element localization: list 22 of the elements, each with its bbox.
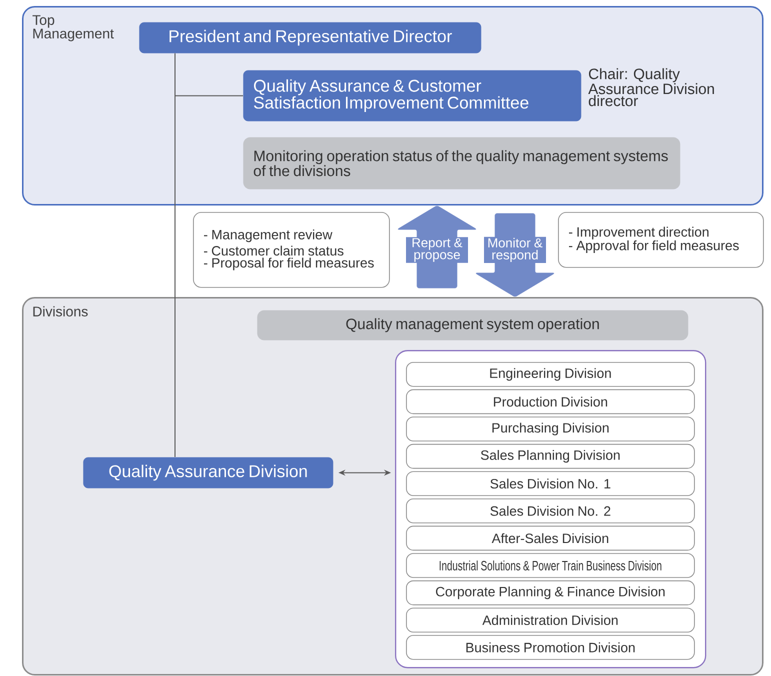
division-box: Business Promotion Division	[406, 635, 695, 660]
title-box: Quality Assurance Division	[83, 457, 334, 488]
division-box: Corporate Planning & Finance Division	[406, 580, 695, 606]
activity-box: Quality management system operation	[257, 310, 688, 340]
division-box: Industrial Solutions & Power Train Business Division	[406, 553, 695, 578]
division-box: After-Sales Division	[406, 526, 695, 551]
note-box: - Management review - Customer claim status - Proposal for field measures	[193, 212, 390, 288]
edge-label: Monitor & respond	[484, 236, 546, 264]
division-box: Engineering Division	[406, 362, 695, 387]
division-box: Sales Planning Division	[406, 444, 695, 469]
chair-note: Chair: Quality Assurance Division director	[588, 68, 714, 106]
division-box: Purchasing Division	[406, 416, 695, 442]
connector-line	[174, 52, 176, 458]
title-box: President and Representative Director	[139, 22, 482, 54]
edge-label: Report & propose	[406, 237, 468, 263]
division-box: Sales Division No. 1	[406, 471, 695, 496]
activity-box: Monitoring operation status of the quality management systems of the divisions	[243, 137, 680, 190]
division-box: Sales Division No. 2	[406, 498, 695, 524]
title-box: Quality Assurance & Customer Satisfaction Improvement Committee	[243, 70, 582, 122]
division-box: Administration Division	[406, 608, 695, 632]
division-box: Production Division	[406, 389, 695, 414]
note-box: - Improvement direction - Approval for field measures	[558, 212, 764, 268]
